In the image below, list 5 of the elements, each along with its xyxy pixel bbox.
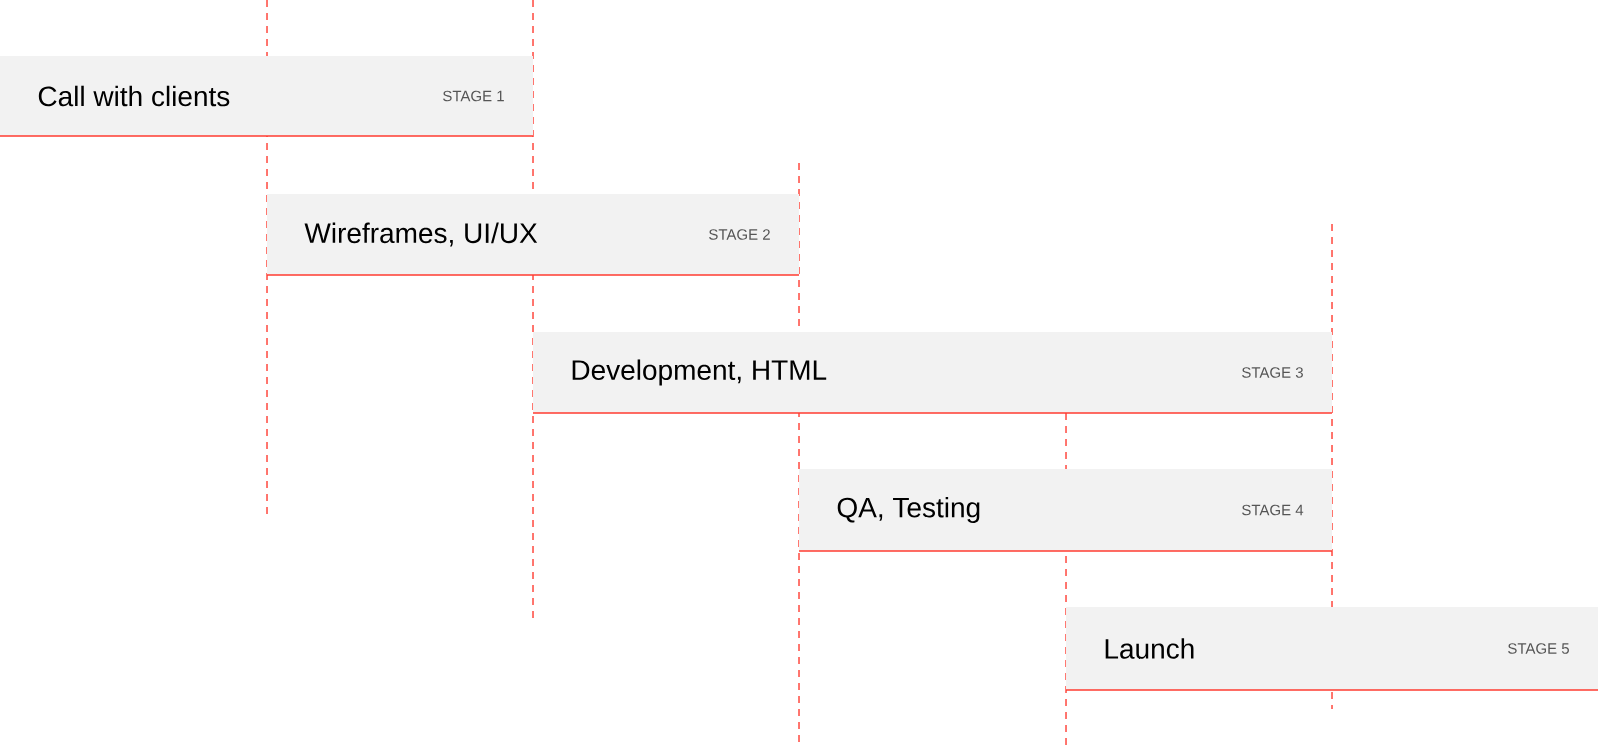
stage-bar: Launch STAGE 5 [1065, 607, 1599, 691]
stage-bar: Wireframes, UI/UX STAGE 2 [266, 194, 800, 276]
stage-bar: Development, HTML STAGE 3 [532, 332, 1333, 414]
stage-bar: Call with clients STAGE 1 [0, 56, 534, 137]
stage-bar: QA, Testing STAGE 4 [798, 469, 1333, 552]
